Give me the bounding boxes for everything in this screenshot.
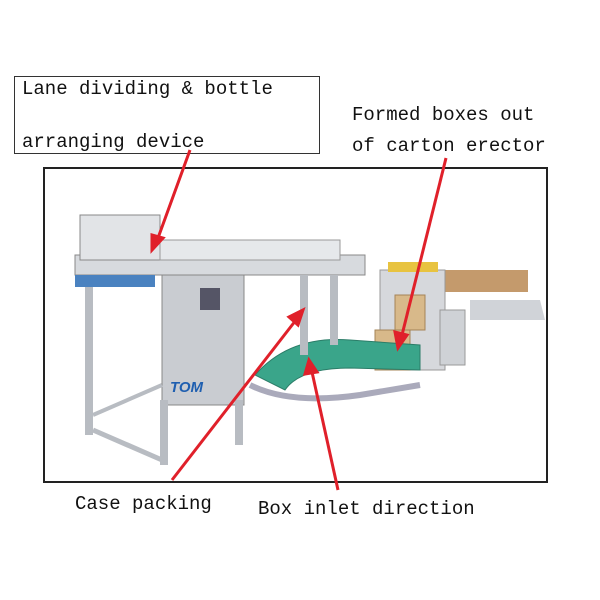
arrow-box-inlet — [310, 371, 340, 491]
arrow-head-lane — [150, 233, 166, 254]
arrow-head-case — [286, 307, 306, 328]
case-packer-frame — [74, 214, 366, 465]
arrow-lane-dividing — [156, 149, 192, 239]
arrow-formed-boxes — [400, 157, 448, 336]
formed-boxes-label-line1: Formed boxes out — [352, 104, 535, 126]
box-inlet-label: Box inlet direction — [258, 498, 475, 520]
case-packing-label: Case packing — [75, 493, 212, 515]
arrow-head-inlet — [302, 356, 320, 376]
formed-boxes-label-line2: of carton erector — [352, 135, 546, 157]
lane-dividing-label-box — [14, 76, 320, 154]
lane-dividing-label-line1: Lane dividing & bottle — [22, 78, 273, 100]
lane-dividing-label-line2: arranging device — [22, 131, 205, 153]
curved-conveyor — [248, 338, 421, 402]
callout-arrows — [150, 149, 448, 491]
tom-logo: TOM — [170, 379, 204, 396]
arrow-case-packing — [170, 319, 298, 481]
arrow-head-formed — [393, 329, 410, 352]
